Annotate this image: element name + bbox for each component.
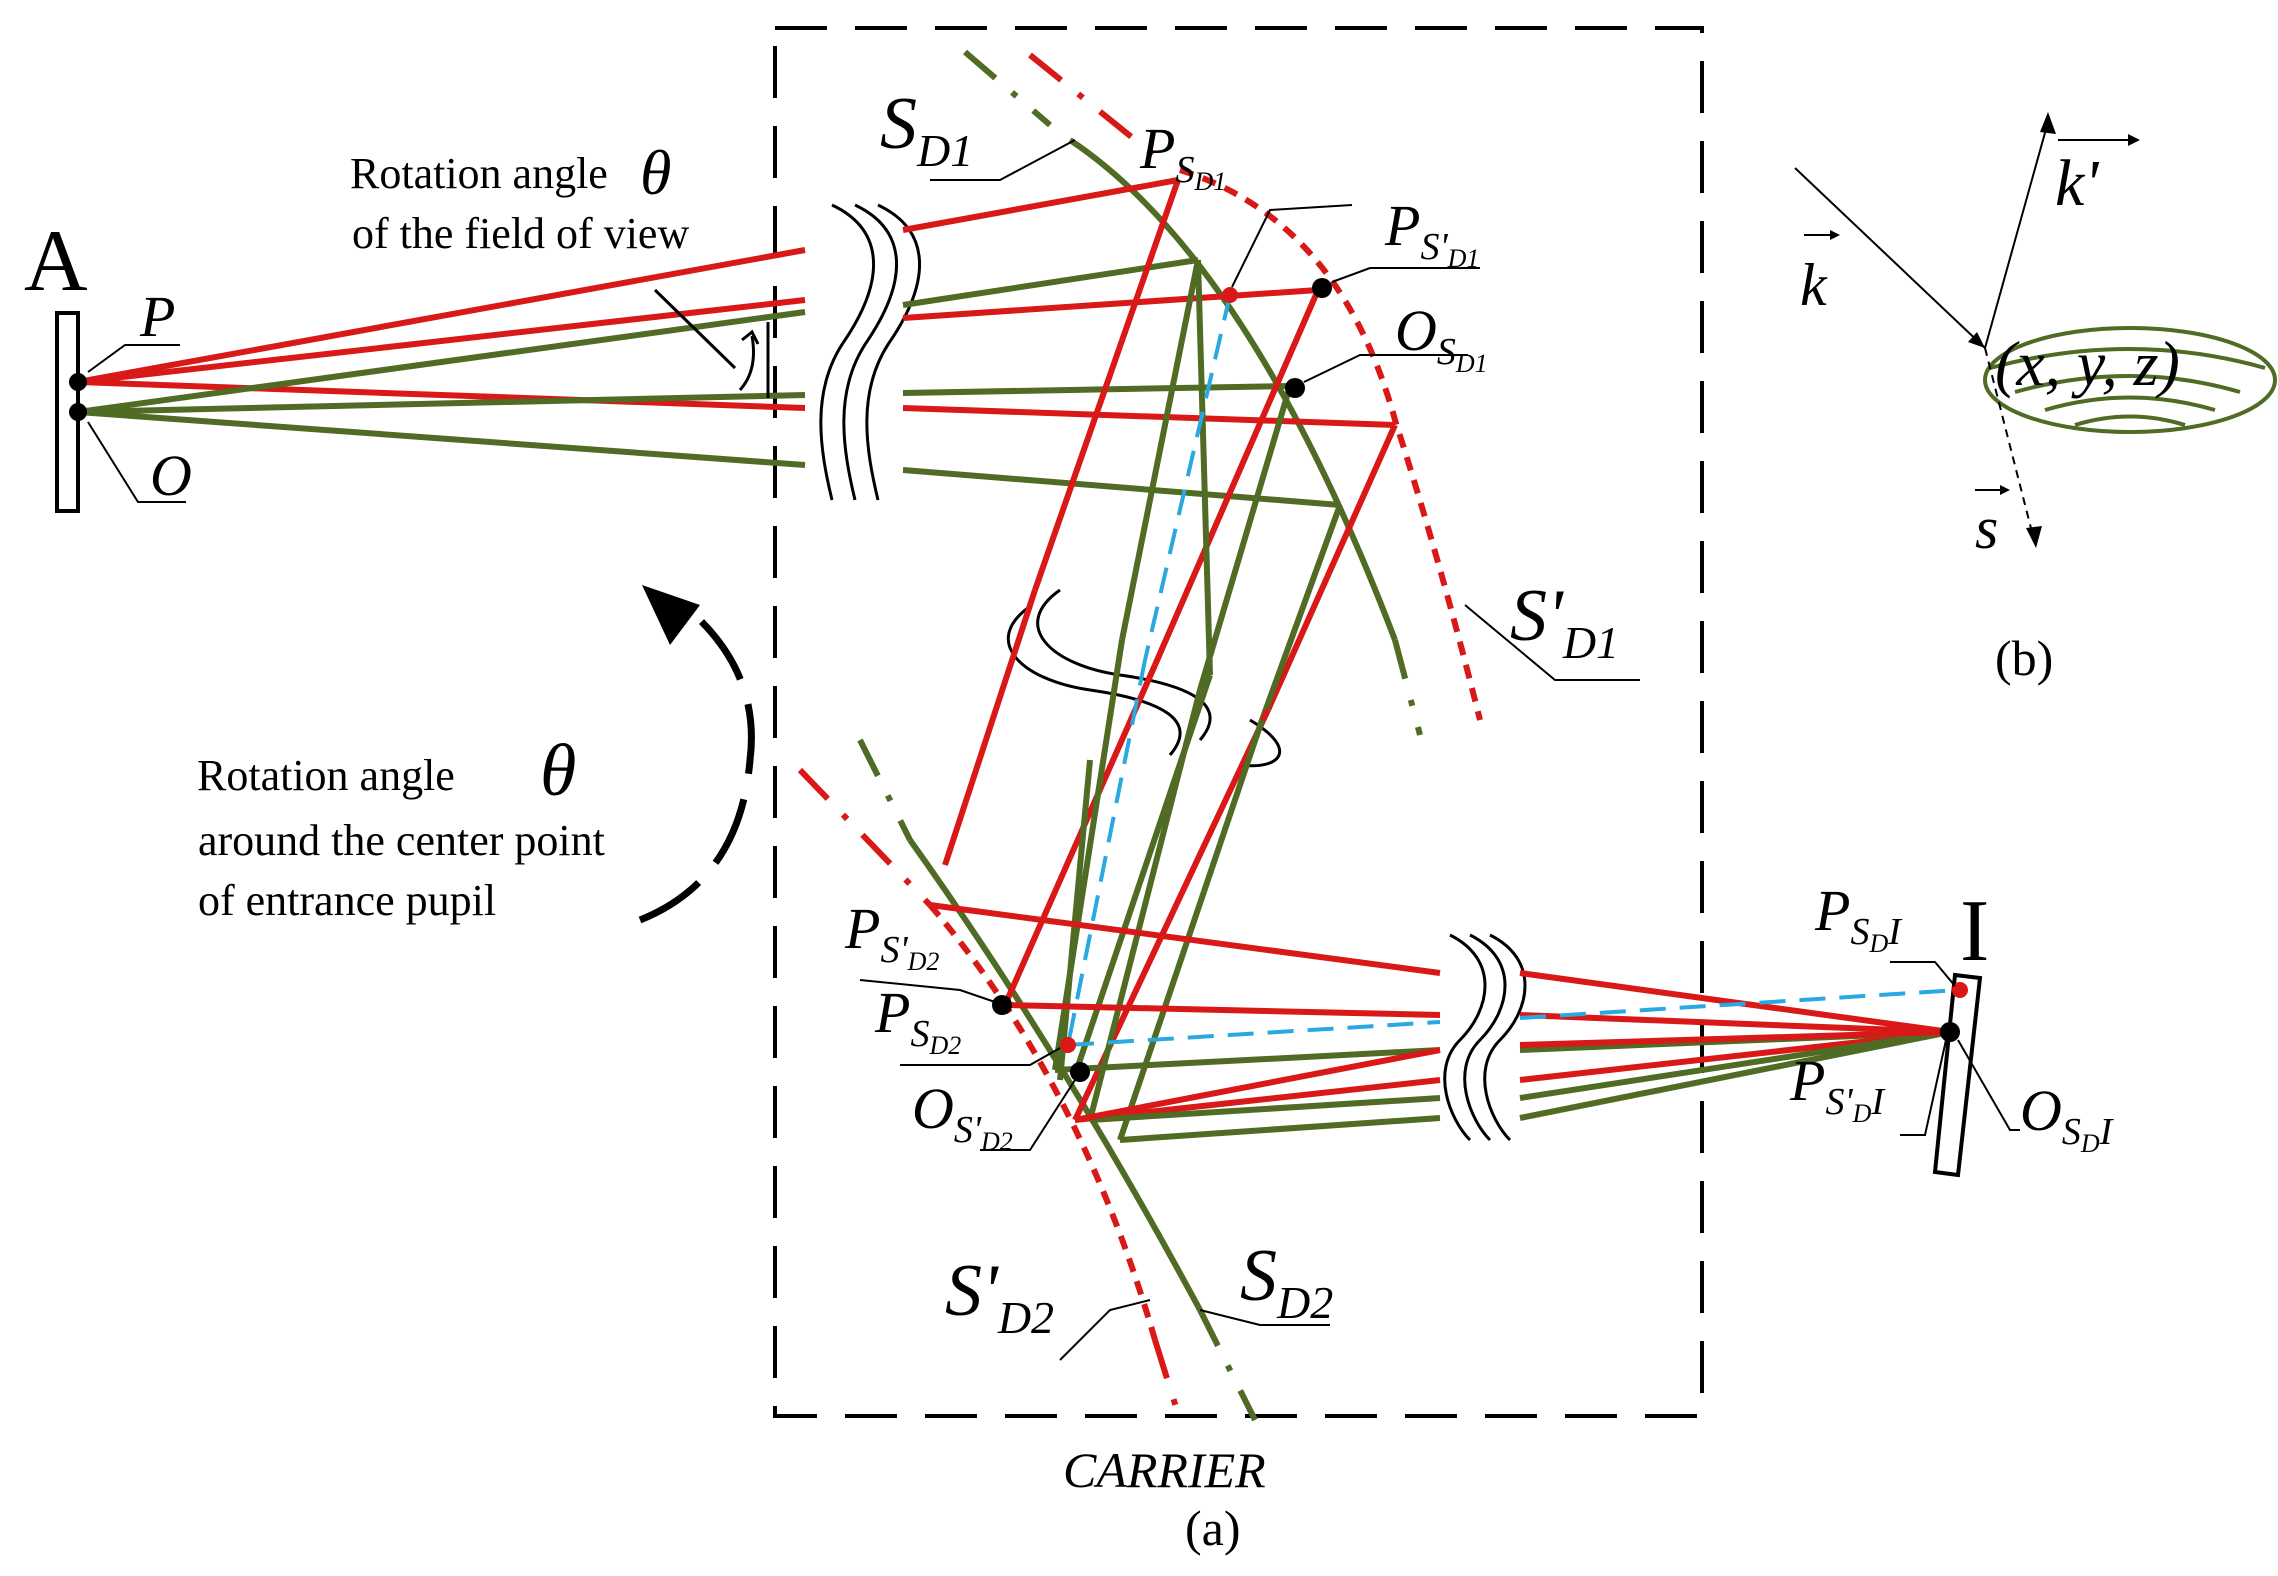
surface-sd2-prime-label: S'D2: [945, 1250, 1054, 1343]
point-xyz-label: (x, y, z): [1995, 328, 2180, 399]
carrier-label: CARRIER: [1063, 1442, 1266, 1498]
surface-ring-2: [2014, 374, 2241, 394]
surface-ring-1: [1989, 347, 2266, 370]
point-p-sdi-label: PSDI: [1814, 878, 1903, 958]
surface-sd1-prime-label: S'D1: [1510, 575, 1619, 668]
surface-sd1-prime-ext: [1028, 52, 1162, 163]
point-p-sd1-dot: [1222, 287, 1238, 303]
point-p-sd2-dot: [1060, 1037, 1076, 1053]
vector-s-arrowhead: [2000, 485, 2010, 495]
chief-ray-to-image: [1067, 1020, 1441, 1047]
surface-sd2-leader: [1199, 1309, 1330, 1326]
rotation-annotation-line3: of entrance pupil: [198, 876, 496, 925]
surface-ring-3: [2044, 395, 2216, 412]
point-p-spdi-label: PS'DI: [1789, 1048, 1886, 1128]
refracted-ray-arrowhead: [2026, 526, 2042, 548]
incident-ray-k: [1794, 167, 1986, 349]
image-plane-label: I: [1960, 883, 1989, 980]
surface-ellipse-outer: [1983, 326, 2277, 434]
point-P-leader: [87, 344, 180, 373]
point-P-label: P: [139, 284, 175, 349]
surface-sd1-prime-leader: [1464, 604, 1640, 681]
point-O-leader: [87, 421, 186, 503]
rotation-arrow-arc: [638, 617, 755, 924]
chief-ray-upper: [1143, 294, 1232, 661]
point-p-sd1-label: PSD1: [1139, 116, 1226, 196]
surface-sd2-prime-ext: [797, 767, 1183, 1421]
object-plane-label: A: [24, 213, 88, 310]
point-p-sd2-leader: [900, 1047, 1061, 1066]
vector-kprime-arrowhead: [2128, 134, 2140, 146]
vector-kprime-label: k': [2055, 147, 2100, 220]
reflected-ray-arrowhead: [2040, 112, 2056, 134]
image-rays: [1519, 970, 1951, 1121]
surface-sd2-label: SD2: [1240, 1235, 1333, 1328]
carrier-box: [773, 26, 1704, 1418]
panel-b: k k' s (x, y, z) (b): [1794, 112, 2277, 686]
incident-ray-arrowhead: [1968, 332, 1985, 348]
vector-k-label: k: [1800, 252, 1828, 318]
point-o-sdi-dot: [1940, 1022, 1960, 1042]
point-o-sdi-label: OSDI: [2020, 1078, 2115, 1158]
rotation-annotation-line1: Rotation angle: [197, 751, 455, 800]
vector-s-label: s: [1975, 495, 1998, 561]
rotation-annotation-line2: around the center point: [198, 816, 605, 865]
point-p-spd2-dot: [992, 995, 1012, 1015]
point-P-dot: [69, 373, 87, 391]
fov-theta: θ: [640, 137, 671, 208]
fov-annotation-line1: Rotation angle: [350, 149, 608, 198]
surface-sd1: [1068, 137, 1398, 642]
point-p-sd1-leader: [1231, 204, 1353, 288]
surface-sd2-prime-leader: [1059, 1299, 1151, 1361]
surface-sd2-prime: [927, 903, 1158, 1341]
point-p-spd1-dot: [1312, 278, 1332, 298]
lens-break-middle: [1007, 588, 1282, 768]
point-p-sd2-label: PSD2: [874, 980, 961, 1060]
point-o-spd2-leader: [980, 1079, 1076, 1151]
fov-annotation-line2: of the field of view: [352, 209, 689, 258]
point-o-sd1-label: OSD1: [1395, 298, 1488, 378]
point-p-spdi-leader: [1900, 1039, 1947, 1136]
chief-ray-lower: [1066, 659, 1147, 1046]
lens-break-lower: [1443, 933, 1527, 1142]
point-o-spd2-label: OS'D2: [912, 1076, 1013, 1156]
lens-break-upper: [819, 203, 921, 501]
caption-b: (b): [1995, 630, 2053, 686]
point-O-dot: [69, 403, 87, 421]
point-o-sdi-leader: [1957, 1039, 2020, 1131]
object-rays: [77, 247, 806, 468]
point-p-sdi-leader: [1890, 961, 1956, 987]
rotation-theta: θ: [540, 730, 576, 812]
surface-sd2-ext: [857, 738, 1258, 1422]
point-o-sd1-leader: [1303, 354, 1468, 383]
point-p-spd1-label: PS'D1: [1384, 193, 1479, 273]
lower-rays: [929, 589, 1441, 1143]
vector-k-arrowhead: [1830, 230, 1840, 240]
point-O-label: O: [150, 443, 192, 508]
chief-ray-image-segment: [1519, 988, 1959, 1020]
point-o-sd1-dot: [1285, 378, 1305, 398]
image-plane: [1932, 972, 1983, 1178]
point-p-spd1-leader: [1331, 267, 1480, 283]
point-o-spd2-dot: [1070, 1062, 1090, 1082]
reflected-ray-kprime: [1984, 121, 2049, 349]
point-p-spd2-leader: [859, 979, 996, 1003]
surface-sd1-ext: [963, 49, 1423, 736]
surface-sd1-label: SD1: [880, 83, 973, 176]
point-p-sdi-dot: [1952, 982, 1968, 998]
fov-angle-marker: [653, 288, 770, 398]
surface-ring-4: [2074, 414, 2186, 427]
surface-sd1-leader: [930, 139, 1076, 181]
caption-a: (a): [1185, 1500, 1241, 1556]
point-p-spd2-label: PS'D2: [844, 896, 939, 976]
rotation-arrowhead: [642, 585, 700, 645]
refracted-ray-s: [1984, 347, 2035, 541]
upper-rays: [902, 177, 1398, 722]
